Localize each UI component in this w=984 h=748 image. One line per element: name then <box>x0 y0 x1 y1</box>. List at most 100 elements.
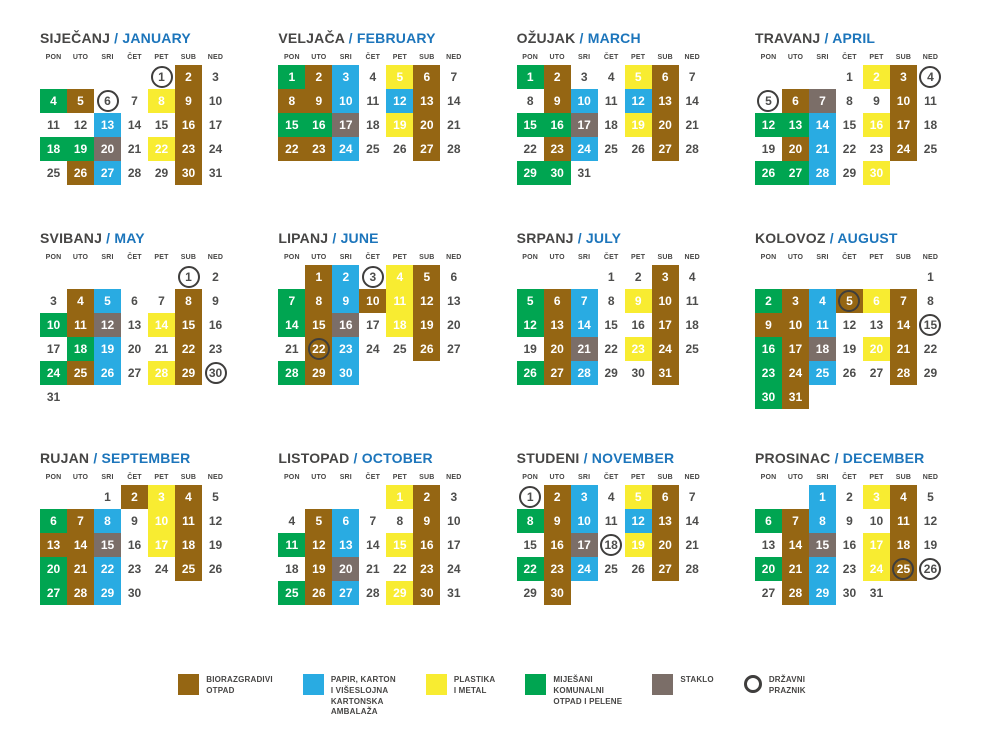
day-number: 25 <box>923 142 938 156</box>
day-number: 15 <box>393 538 407 552</box>
day-number: 24 <box>447 562 461 576</box>
day-number: 28 <box>366 586 380 600</box>
day-cell: 14 <box>148 313 175 337</box>
day-cell: 27 <box>40 581 67 605</box>
weekday-header: ČET <box>603 54 619 61</box>
day-cell: 3 <box>781 289 809 313</box>
legend-item-glass: STAKLO <box>652 674 714 695</box>
day-cell: 10 <box>863 509 890 533</box>
day-number: 1 <box>927 270 934 284</box>
day-cell: 20 <box>94 137 121 161</box>
day-cell: 11 <box>598 509 625 533</box>
month-title: KOLOVOZ / AUGUST <box>755 230 944 246</box>
day-number: 19 <box>631 538 645 552</box>
empty-cell <box>863 265 890 289</box>
weekday-header: NED <box>922 474 939 481</box>
day-cell: 24 <box>40 361 67 385</box>
day-cell-holiday: 1 <box>148 65 175 89</box>
weekday-header: NED <box>446 474 462 481</box>
day-cell: 4 <box>278 509 305 533</box>
day-cell: 6 <box>781 89 809 113</box>
day-cell: 2 <box>543 485 571 509</box>
day-cell: 5 <box>624 65 652 89</box>
day-cell: 18 <box>917 113 944 137</box>
day-number: 6 <box>104 94 111 108</box>
day-cell: 10 <box>651 289 679 313</box>
weekday-header: PET <box>631 54 646 61</box>
legend-item-bio: BIORAZGRADIVI OTPAD <box>178 674 273 697</box>
day-number: 30 <box>208 366 223 380</box>
day-number: 27 <box>658 142 672 156</box>
day-cell: 7 <box>889 289 917 313</box>
day-cell: 18 <box>889 533 917 557</box>
day-number: 4 <box>607 70 615 84</box>
day-number: 5 <box>846 294 853 308</box>
day-cell: 3 <box>571 65 598 89</box>
day-number: 1 <box>819 490 826 504</box>
empty-cell <box>782 265 809 289</box>
day-number: 12 <box>208 514 223 528</box>
day-number: 13 <box>658 94 672 108</box>
day-number: 13 <box>420 94 434 108</box>
day-cell: 28 <box>889 361 917 385</box>
day-number: 17 <box>658 318 672 332</box>
day-number: 8 <box>819 514 826 528</box>
day-cell: 9 <box>543 89 571 113</box>
day-number: 17 <box>447 538 461 552</box>
day-cell: 29 <box>808 581 836 605</box>
month-title: OŽUJAK / MARCH <box>517 30 706 46</box>
day-number: 19 <box>761 142 776 156</box>
day-number: 10 <box>208 94 223 108</box>
day-number: 10 <box>447 514 461 528</box>
day-cell: 23 <box>863 137 890 161</box>
legend-item-plastic: PLASTIKA I METAL <box>425 674 496 697</box>
day-number: 13 <box>658 514 672 528</box>
day-cell: 15 <box>94 533 121 557</box>
weekday-header: SRI <box>339 254 352 261</box>
month-title-separator: / <box>825 230 838 246</box>
day-number: 9 <box>765 318 772 332</box>
day-cell: 2 <box>543 65 571 89</box>
day-cell: 16 <box>836 533 863 557</box>
day-number: 9 <box>634 294 642 308</box>
day-number: 23 <box>842 562 857 576</box>
day-cell: 16 <box>754 337 782 361</box>
weekday-header: UTO <box>72 54 89 61</box>
day-cell: 29 <box>94 581 121 605</box>
day-cell: 1 <box>305 265 333 289</box>
day-cell: 23 <box>121 557 148 581</box>
day-cell: 27 <box>781 161 809 185</box>
month-name-english: DECEMBER <box>842 450 925 466</box>
day-cell: 19 <box>386 113 414 137</box>
day-cell-holiday: 15 <box>917 313 944 337</box>
day-number: 28 <box>815 166 830 180</box>
day-cell: 23 <box>202 337 229 361</box>
day-cell: 19 <box>517 337 544 361</box>
weekday-header: SRI <box>339 474 352 481</box>
day-number: 4 <box>688 270 696 284</box>
day-number: 28 <box>788 586 803 600</box>
day-number: 13 <box>761 538 776 552</box>
month-name-croatian: SIJEČANJ <box>40 30 111 46</box>
weekday-header: PON <box>760 474 777 481</box>
day-cell: 17 <box>40 337 67 361</box>
legend-label: BIORAZGRADIVI OTPAD <box>206 675 273 695</box>
weekday-header: SRI <box>816 254 829 261</box>
day-cell: 27 <box>332 581 360 605</box>
day-cell: 26 <box>305 581 333 605</box>
day-number: 25 <box>181 562 196 576</box>
day-number: 30 <box>550 166 564 180</box>
month-title-separator: / <box>102 230 115 246</box>
day-cell: 24 <box>781 361 809 385</box>
empty-cell <box>836 265 863 289</box>
month-title-separator: / <box>820 30 833 46</box>
day-number: 4 <box>288 514 296 528</box>
weekday-header: PET <box>869 474 884 481</box>
day-number: 3 <box>873 490 880 504</box>
weekday-header: NED <box>207 54 224 61</box>
day-number: 10 <box>366 294 380 308</box>
